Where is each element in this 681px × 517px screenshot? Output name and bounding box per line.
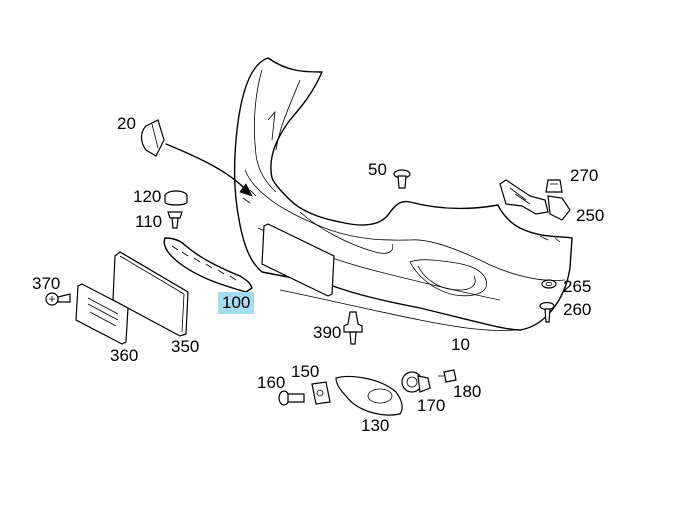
clip-nut-part[interactable] (311, 381, 331, 405)
label-50: 50 (368, 160, 387, 179)
clip-part[interactable] (167, 211, 183, 229)
bumper-cover-part[interactable] (233, 57, 573, 331)
label-390: 390 (313, 323, 342, 342)
label-250: 250 (576, 206, 605, 225)
label-370: 370 (32, 274, 61, 293)
label-130: 130 (361, 416, 390, 435)
license-plate-part[interactable] (75, 283, 129, 345)
tow-hook-cover-part[interactable] (140, 119, 165, 157)
label-100[interactable]: 100 (218, 292, 255, 314)
bolt-part[interactable] (278, 390, 305, 406)
push-rivet-part[interactable] (343, 311, 363, 345)
plate-panel-part[interactable] (261, 223, 335, 297)
pointer-arrow (165, 143, 249, 193)
side-bracket-part[interactable] (499, 179, 571, 221)
label-360: 360 (110, 346, 139, 365)
retainer-part[interactable] (545, 179, 563, 193)
screw-part[interactable] (45, 292, 71, 306)
screw-260-part[interactable] (539, 301, 555, 323)
plug-cap-part[interactable] (164, 190, 188, 206)
label-160: 160 (257, 373, 286, 392)
label-350: 350 (171, 337, 200, 356)
pointer-arrow-head (239, 183, 253, 197)
nut-part[interactable] (393, 169, 411, 189)
label-180: 180 (453, 382, 482, 401)
fog-lamp-part[interactable] (401, 371, 431, 393)
label-265: 265 (563, 277, 592, 296)
label-150: 150 (291, 362, 320, 381)
washer-part[interactable] (541, 279, 557, 289)
label-170: 170 (417, 396, 446, 415)
fog-lamp-frame-part[interactable] (335, 375, 403, 416)
grille-strip-part[interactable] (163, 237, 253, 293)
label-120: 120 (133, 187, 162, 206)
label-260: 260 (563, 300, 592, 319)
screw-180-part[interactable] (438, 369, 457, 383)
label-110: 110 (135, 212, 163, 231)
label-10: 10 (451, 335, 470, 354)
label-20: 20 (117, 114, 136, 133)
label-270: 270 (570, 166, 599, 185)
